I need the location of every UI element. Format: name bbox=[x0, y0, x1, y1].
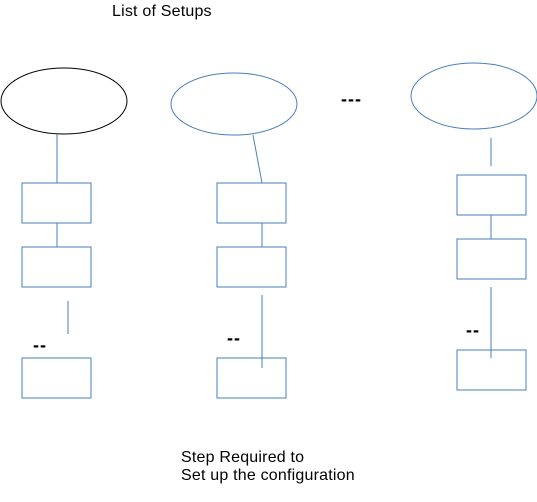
diagram-caption: Step Required to Set up the configuratio… bbox=[181, 449, 355, 485]
setup-column-3 bbox=[410, 62, 537, 391]
step-box bbox=[21, 357, 92, 399]
steps-ellipsis-2: -- bbox=[227, 328, 241, 348]
step-box bbox=[21, 246, 92, 288]
setups-ellipsis: --- bbox=[341, 89, 362, 109]
step-box bbox=[456, 349, 527, 391]
step-box bbox=[216, 182, 287, 224]
step-box bbox=[216, 357, 287, 399]
steps-ellipsis-3: -- bbox=[466, 320, 480, 340]
caption-line-2: Set up the configuration bbox=[181, 467, 355, 484]
step-box bbox=[456, 238, 527, 280]
steps-ellipsis-1: -- bbox=[33, 335, 47, 355]
caption-line-1: Step Required to bbox=[181, 449, 305, 466]
setup-ellipse-2 bbox=[170, 72, 298, 136]
step-box bbox=[216, 246, 287, 288]
diagram-title: List of Setups bbox=[112, 3, 212, 20]
setup-ellipse-3 bbox=[410, 62, 537, 130]
setup-column-2 bbox=[170, 72, 298, 399]
setup-column-1 bbox=[0, 67, 128, 399]
step-box bbox=[456, 174, 527, 216]
setup-ellipse-1 bbox=[0, 67, 128, 135]
connector-line bbox=[252, 134, 263, 184]
step-box bbox=[21, 182, 92, 224]
